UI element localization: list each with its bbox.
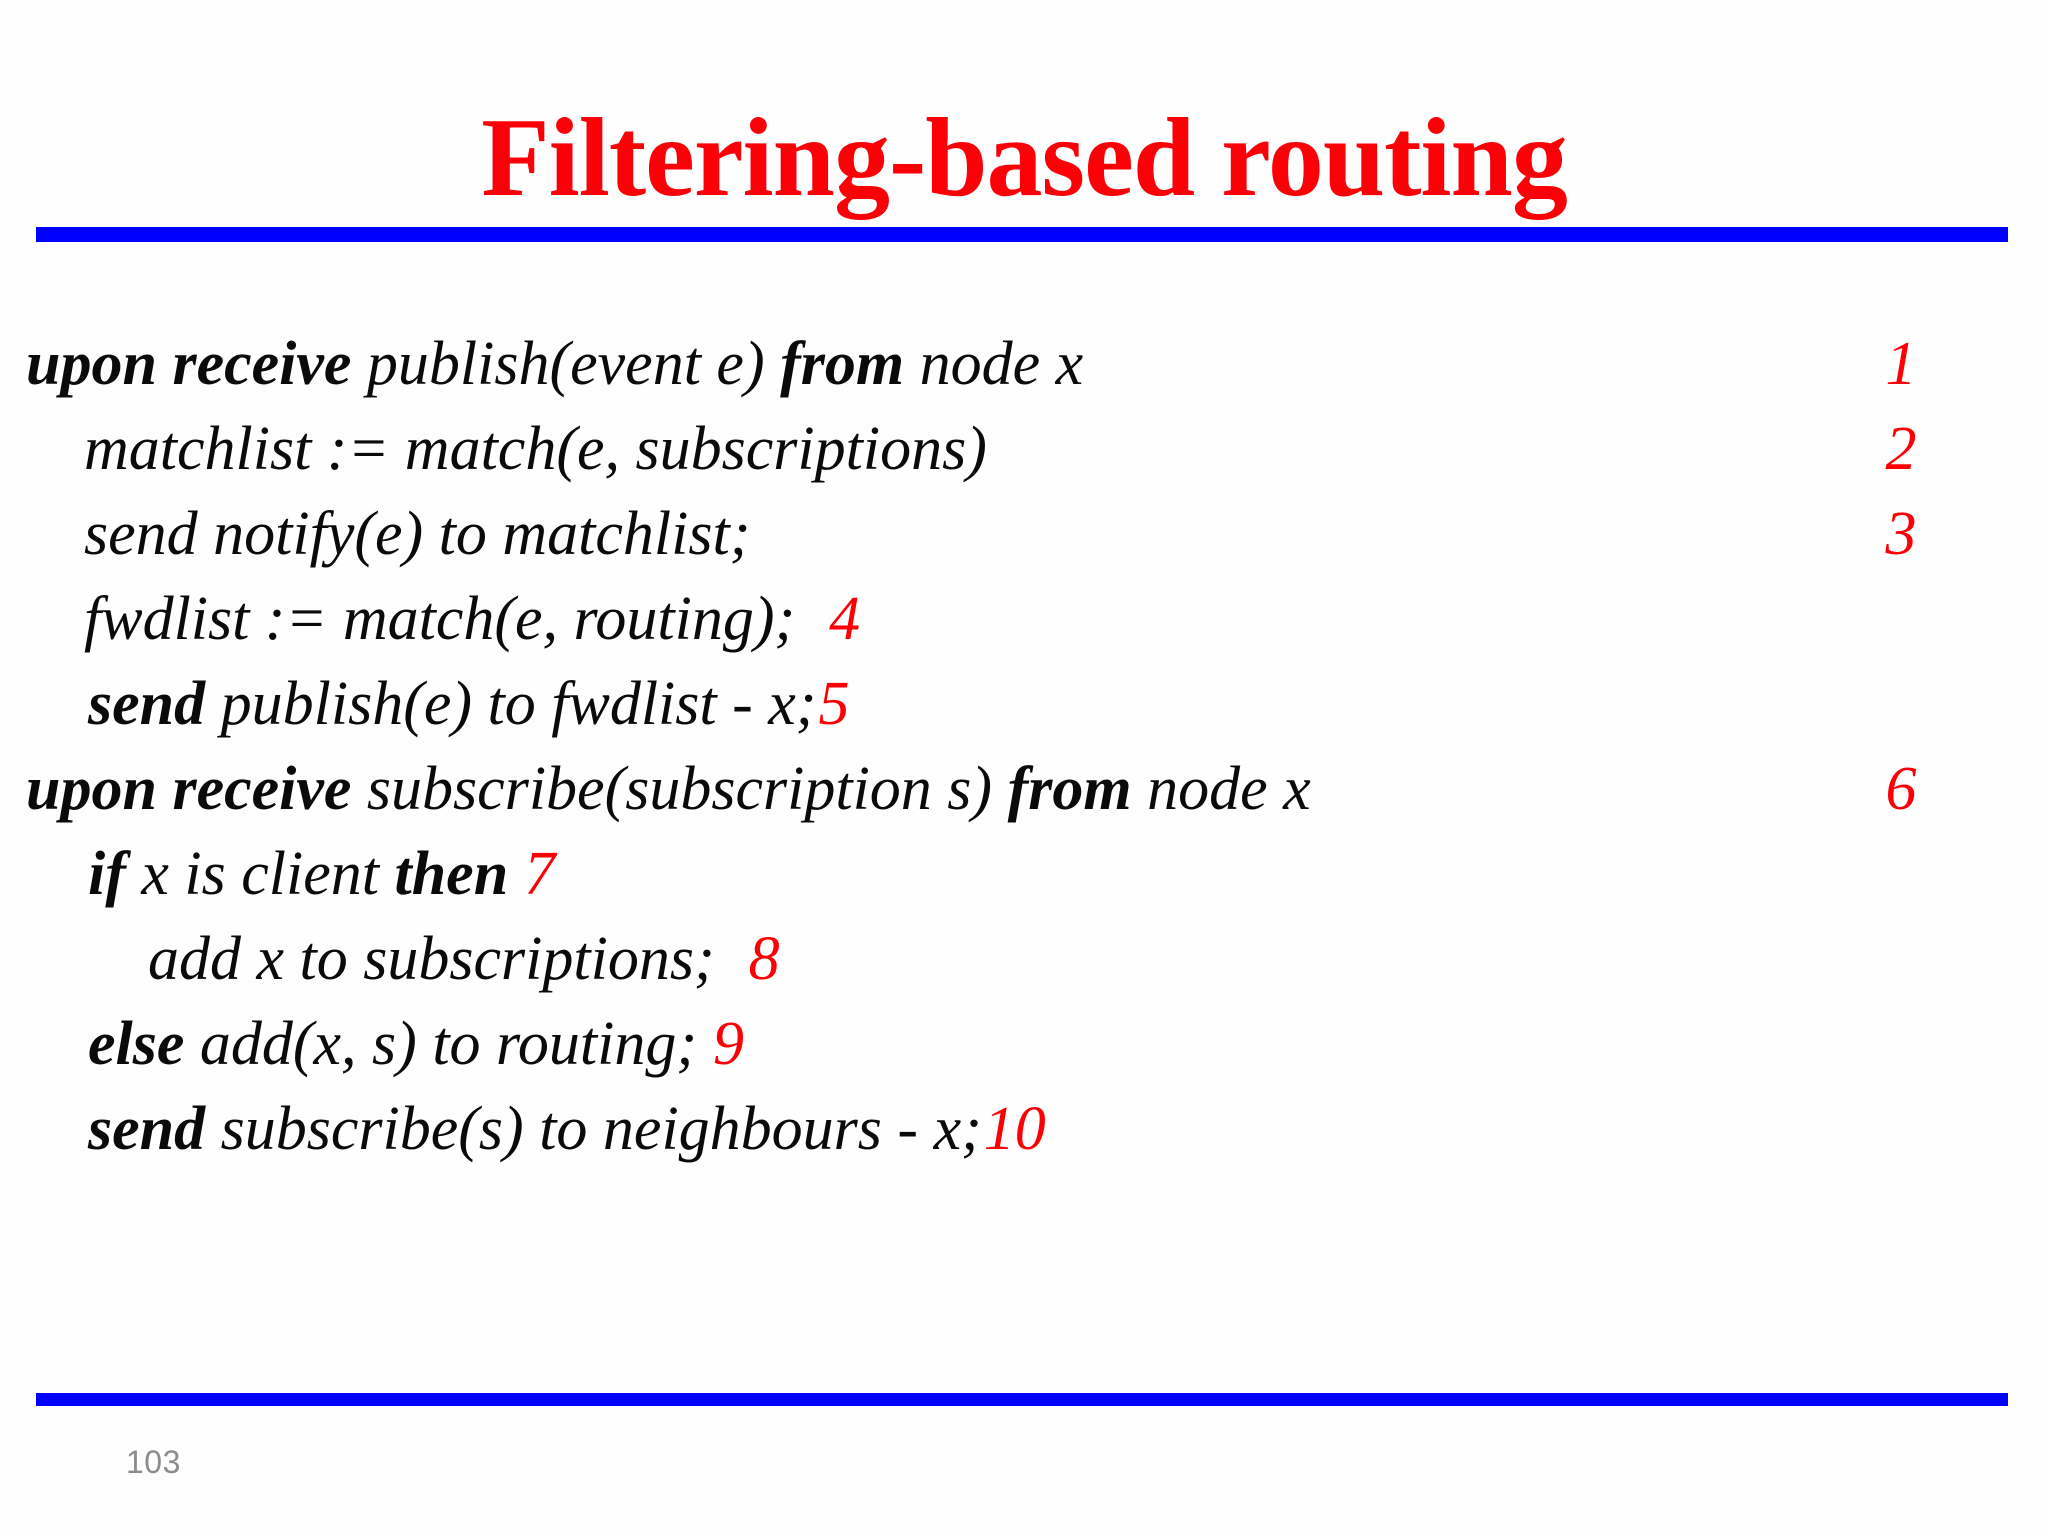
pseudocode-line: matchlist := match(e, subscriptions) 2 <box>26 407 1986 492</box>
code-segment: publish(event e) <box>351 330 781 398</box>
code-segment: subscribe(s) to neighbours - x; <box>205 1095 982 1163</box>
code-segment: publish(e) to fwdlist - x; <box>205 670 817 738</box>
line-number: 7 <box>524 840 556 908</box>
line-number: 6 <box>1885 755 1917 823</box>
pseudocode-line: upon receive subscribe(subscription s) f… <box>26 747 1986 832</box>
line-number: 9 <box>712 1010 744 1078</box>
code-segment: add x to subscriptions; <box>148 925 715 993</box>
pseudocode-line: send notify(e) to matchlist; 3 <box>26 492 1986 577</box>
code-segment: upon receive <box>26 755 352 823</box>
pseudocode-line: send subscribe(s) to neighbours - x;10 <box>26 1087 1986 1172</box>
page-title: Filtering-based routing <box>481 96 1568 221</box>
pseudocode-block: upon receive publish(event e) from node … <box>26 322 1986 1172</box>
title-divider-top <box>36 227 2008 242</box>
line-number: 1 <box>1885 330 1917 398</box>
code-segment: matchlist := match(e, subscriptions) <box>84 415 987 483</box>
line-number: 3 <box>1885 500 1917 568</box>
line-number: 4 <box>829 585 861 653</box>
code-segment: from <box>1007 755 1132 823</box>
code-segment: subscribe(subscription s) <box>351 755 1008 823</box>
code-segment: send notify(e) to matchlist; <box>84 500 751 568</box>
footer-divider-bottom <box>36 1393 2008 1406</box>
code-segment: x is client <box>125 840 395 908</box>
code-segment: node x <box>904 330 1084 398</box>
pseudocode-line: add x to subscriptions; 8 <box>26 917 1986 1002</box>
line-number: 10 <box>983 1095 1046 1163</box>
code-segment: add(x, s) to routing; <box>184 1010 697 1078</box>
line-number: 2 <box>1885 415 1917 483</box>
code-segment: fwdlist := match(e, routing); <box>84 585 796 653</box>
line-number: 5 <box>818 670 850 738</box>
code-segment: send <box>88 1095 206 1163</box>
code-segment: then <box>394 840 509 908</box>
pseudocode-line: send publish(e) to fwdlist - x;5 <box>26 662 1986 747</box>
pseudocode-line: else add(x, s) to routing;9 <box>26 1002 1986 1087</box>
line-number: 8 <box>748 925 780 993</box>
code-segment: if <box>88 840 126 908</box>
pseudocode-line: upon receive publish(event e) from node … <box>26 322 1986 407</box>
code-segment: else <box>88 1010 185 1078</box>
code-segment: from <box>780 330 905 398</box>
code-segment: node x <box>1131 755 1311 823</box>
page-number: 103 <box>126 1444 181 1480</box>
code-segment: send <box>88 670 206 738</box>
pseudocode-line: fwdlist := match(e, routing); 4 <box>26 577 1986 662</box>
code-segment: upon receive <box>26 330 352 398</box>
